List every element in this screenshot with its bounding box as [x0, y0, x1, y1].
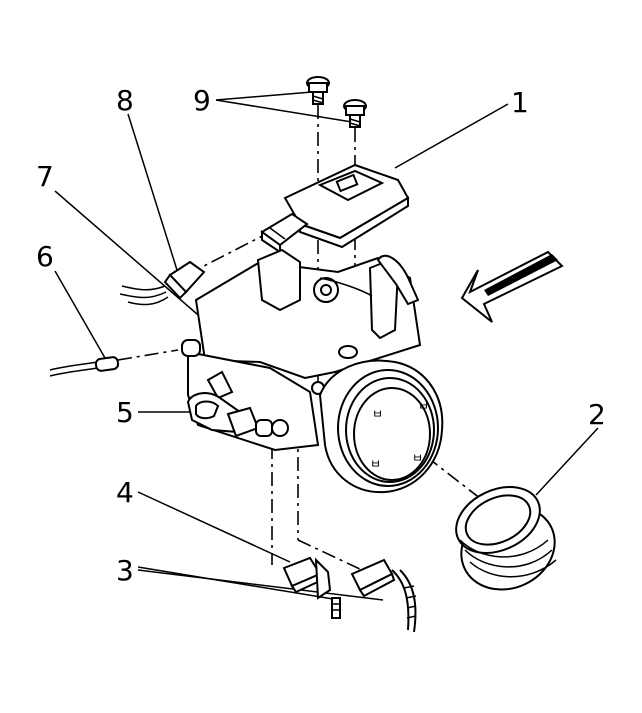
- callout-4: 4: [116, 476, 134, 509]
- harness-connector-upper: [119, 260, 206, 306]
- svg-text:ㅂ: ㅂ: [370, 457, 381, 471]
- throttle-body: [181, 248, 422, 452]
- throttle-bore: ㅂ ㅂ ㅂ ㅂ: [318, 359, 444, 494]
- screw-top-right: [343, 99, 367, 128]
- callout-3: 3: [116, 554, 134, 587]
- leader-lines: [54, 91, 599, 601]
- intake-seal: [455, 486, 557, 591]
- callout-7: 7: [36, 160, 54, 193]
- callout-8: 8: [116, 84, 134, 117]
- connector-lower-left: [282, 556, 332, 600]
- screw-top-left: [306, 76, 330, 105]
- callout-5: 5: [116, 396, 134, 429]
- callout-2: 2: [588, 398, 606, 431]
- sensor-module: [260, 163, 410, 254]
- callout-1: 1: [511, 86, 529, 119]
- svg-text:ㅂ: ㅂ: [418, 399, 429, 413]
- svg-text:ㅂ: ㅂ: [372, 407, 383, 421]
- callout-6: 6: [36, 240, 54, 273]
- vacuum-tube: [49, 356, 120, 377]
- connector-lower-right: [331, 558, 417, 633]
- alignment-lines: [117, 105, 509, 571]
- callout-9: 9: [193, 84, 211, 117]
- svg-text:ㅂ: ㅂ: [412, 451, 423, 465]
- side-sensor: [186, 392, 273, 438]
- direction-arrow: [460, 250, 564, 323]
